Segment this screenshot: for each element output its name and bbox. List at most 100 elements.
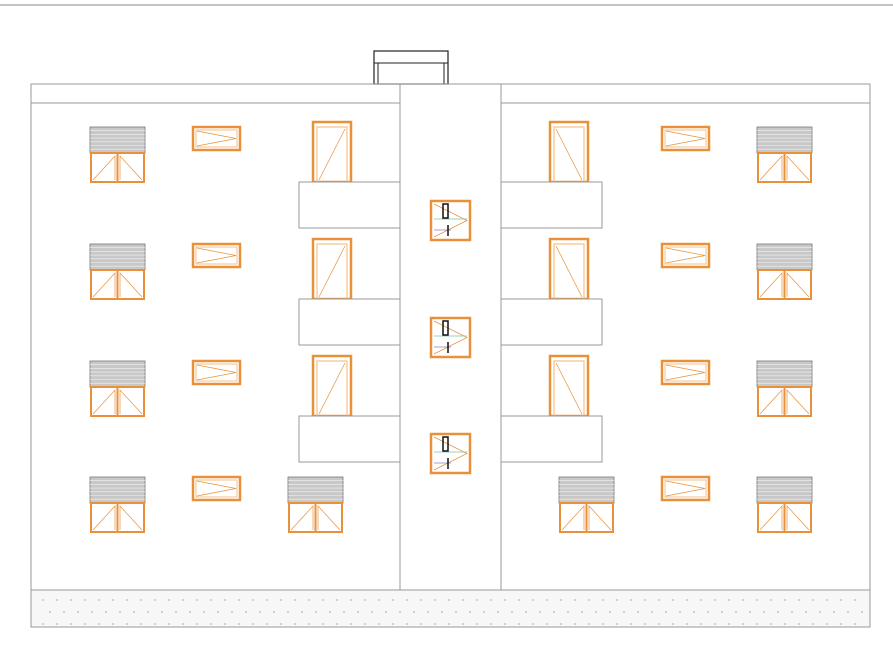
plinth-dot <box>245 611 247 613</box>
opening-mark <box>555 362 583 415</box>
opening-mark <box>759 505 783 531</box>
plinth-dot <box>770 623 772 625</box>
plinth-dot <box>413 611 415 613</box>
plinth-dot <box>98 599 100 601</box>
plinth-dot <box>224 623 226 625</box>
plinth-dot <box>672 599 674 601</box>
plinth-dot <box>532 623 534 625</box>
plinth-dot <box>476 623 478 625</box>
plinth-dot <box>84 623 86 625</box>
plinth-dot <box>574 623 576 625</box>
plinth-dot <box>826 599 828 601</box>
plinth-dot <box>665 611 667 613</box>
opening-mark <box>759 272 783 298</box>
plinth-dot <box>455 611 457 613</box>
balcony <box>500 298 603 346</box>
plinth-dot <box>308 623 310 625</box>
plinth-dot <box>343 611 345 613</box>
opening-mark <box>92 505 116 531</box>
plinth-dot <box>679 611 681 613</box>
plinth-dot <box>217 611 219 613</box>
opening-mark <box>561 505 585 531</box>
opening-mark <box>665 130 706 147</box>
plinth-dot <box>196 599 198 601</box>
plinth-dot <box>259 611 261 613</box>
plinth-dot <box>700 599 702 601</box>
plinth-dot <box>420 599 422 601</box>
shutter-window <box>558 476 615 533</box>
plinth-dot <box>532 599 534 601</box>
plinth-dot <box>42 623 44 625</box>
plinth-dot <box>469 611 471 613</box>
opening-mark <box>786 155 810 181</box>
roller-shutter <box>89 360 146 388</box>
plinth-dot <box>707 611 709 613</box>
plinth-dot <box>63 611 65 613</box>
roller-shutter <box>287 476 344 504</box>
plinth-dot <box>140 599 142 601</box>
window-sash <box>664 246 707 265</box>
plinth-dot <box>504 599 506 601</box>
plinth-dot <box>133 611 135 613</box>
plinth-dot <box>686 623 688 625</box>
window-sash <box>195 479 238 498</box>
plinth-dot <box>749 611 751 613</box>
plinth-dot <box>672 623 674 625</box>
plinth-dot <box>791 611 793 613</box>
balcony <box>500 181 603 229</box>
shutter-window <box>89 360 146 417</box>
plinth-dot <box>462 623 464 625</box>
opening-mark <box>290 505 314 531</box>
plinth-dot <box>511 611 513 613</box>
plinth-dot <box>322 623 324 625</box>
handrail-mark <box>442 203 449 219</box>
shutter-window <box>756 243 813 300</box>
plinth-dot <box>588 599 590 601</box>
plinth-dot <box>238 623 240 625</box>
plinth-dot <box>770 599 772 601</box>
balcony-door <box>311 120 353 184</box>
plinth-dot <box>280 599 282 601</box>
door-frame <box>311 120 353 184</box>
plinth-dot <box>266 599 268 601</box>
plinth-dot <box>644 623 646 625</box>
plinth-dot <box>98 623 100 625</box>
plinth-dot <box>448 623 450 625</box>
plinth-dot <box>714 599 716 601</box>
opening-mark <box>433 320 468 355</box>
plinth-dot <box>686 599 688 601</box>
plinth <box>30 589 871 628</box>
small-window <box>191 475 242 502</box>
plinth-dot <box>630 623 632 625</box>
door-frame <box>548 237 590 301</box>
plinth-dot <box>567 611 569 613</box>
plinth-dot <box>322 599 324 601</box>
plinth-dot <box>644 599 646 601</box>
plinth-dot <box>371 611 373 613</box>
plinth-dot <box>595 611 597 613</box>
plinth-dot <box>490 623 492 625</box>
plinth-dot <box>70 599 72 601</box>
plinth-dot <box>693 611 695 613</box>
plinth-dot <box>385 611 387 613</box>
balcony <box>298 181 401 229</box>
plinth-dot <box>112 623 114 625</box>
plinth-dot <box>168 623 170 625</box>
opening-mark <box>665 480 706 497</box>
plinth-dot <box>735 611 737 613</box>
plinth-dot <box>119 611 121 613</box>
plinth-dot <box>700 623 702 625</box>
plinth-dot <box>280 623 282 625</box>
plinth-dot <box>140 623 142 625</box>
plinth-dot <box>105 611 107 613</box>
plinth-dot <box>539 611 541 613</box>
plinth-outline <box>30 589 871 628</box>
roof-enclosure-outline <box>373 50 449 85</box>
opening-mark <box>786 272 810 298</box>
plinth-dot <box>616 623 618 625</box>
opening-mark <box>196 130 237 147</box>
handrail-mark <box>442 320 449 336</box>
opening-mark <box>92 389 116 415</box>
small-window <box>191 359 242 386</box>
shutter-window <box>89 476 146 533</box>
